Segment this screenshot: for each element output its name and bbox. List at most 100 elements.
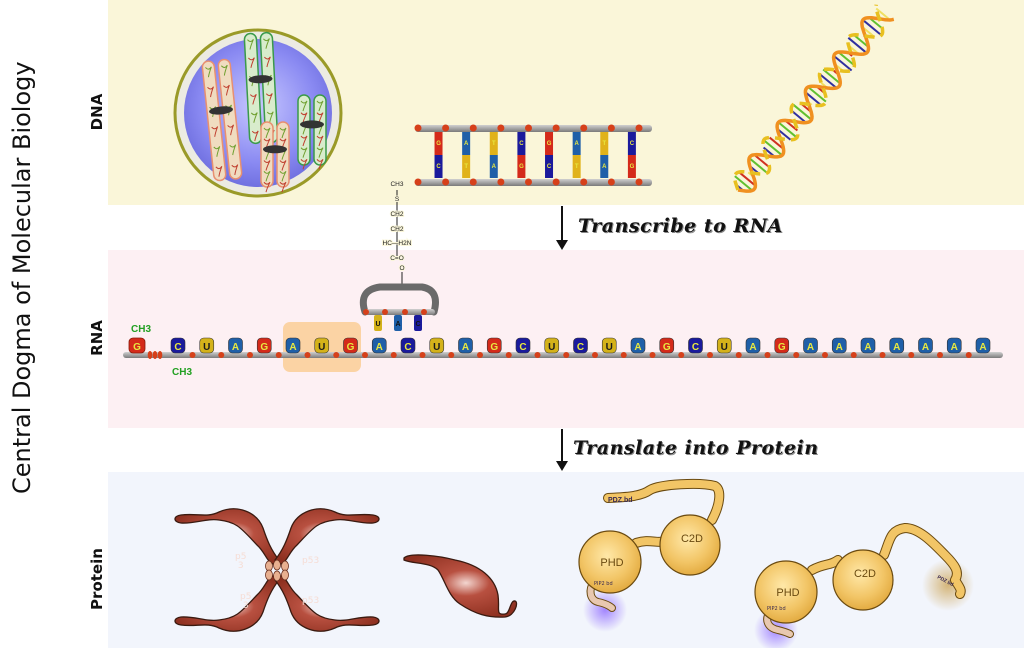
phosphate	[363, 309, 369, 315]
rna-phosphate	[247, 352, 253, 358]
chromatin	[316, 147, 324, 158]
anticodon-letter: C	[415, 321, 420, 328]
trna-loop	[359, 283, 439, 316]
chromatin	[266, 111, 274, 123]
phosphate-bottom	[497, 178, 505, 186]
rna-phosphate	[592, 352, 598, 358]
cap-letter: G	[133, 342, 141, 353]
rna-base-U	[716, 337, 732, 354]
base-letter-bottom: G	[519, 164, 524, 170]
phd-label: PHD	[600, 557, 623, 569]
pip-tail	[764, 609, 793, 637]
tetramerization-loop	[265, 560, 273, 572]
base-letter-top: C	[630, 141, 635, 147]
rna-base-C	[688, 337, 703, 354]
chromatin	[300, 135, 308, 147]
chromosome	[297, 94, 327, 170]
dna-backbone-bottom	[415, 179, 652, 186]
base-letter-bottom: G	[630, 164, 635, 170]
phosphate-top	[442, 124, 450, 132]
helix-strand	[732, 4, 885, 191]
base-letter-bottom: C	[547, 164, 552, 170]
anticodon-base-U	[374, 315, 382, 331]
phosphate-top	[414, 124, 422, 132]
rna-base-letter: A	[289, 342, 296, 353]
p53-subunit	[174, 508, 280, 565]
rna-base-letter: C	[519, 342, 526, 353]
rna-phosphate	[850, 352, 857, 358]
helix-rung	[734, 175, 753, 192]
phosphate-top	[525, 124, 532, 132]
base-letter-top: T	[602, 141, 606, 147]
step-translate-label: Translate into Protein	[573, 437, 819, 459]
anticodon-base-C	[414, 315, 422, 331]
rna-base-A	[946, 337, 962, 354]
rna-base-C	[515, 337, 531, 354]
arrow-down-icon	[556, 429, 568, 471]
chromatin	[316, 112, 324, 123]
rna-base-G	[256, 337, 272, 354]
base-letter-bottom: A	[602, 164, 607, 170]
rna-base-letter: U	[606, 342, 613, 353]
rna-phosphate	[333, 352, 340, 358]
chromatin	[263, 171, 271, 182]
rna-phosphate	[505, 352, 512, 358]
base-top-T	[489, 132, 498, 155]
rna-base-letter: G	[347, 342, 355, 353]
rna-phosphate	[448, 352, 455, 358]
chromosome	[243, 31, 279, 145]
chromatin	[215, 165, 223, 177]
chain-atom: CH2	[390, 226, 403, 233]
chromatin	[211, 126, 219, 137]
helix-rung	[875, 7, 891, 21]
rna-base-letter: A	[951, 342, 958, 353]
tetramerization-loop	[281, 569, 289, 581]
p53-label: p53	[302, 556, 320, 566]
phosphate-top	[635, 124, 643, 132]
rna-base-U	[429, 337, 445, 354]
rna-phosphate	[879, 352, 886, 358]
helix-rung	[833, 55, 853, 72]
base-letter-top: T	[492, 141, 496, 147]
helix-rung	[748, 157, 768, 174]
chromatin	[223, 84, 230, 96]
chromatin	[249, 93, 257, 105]
anticodon-letter: A	[395, 321, 400, 328]
chromatid	[201, 60, 227, 182]
chain-atom: HC—H2N	[383, 240, 412, 247]
rna-backbone	[123, 352, 1003, 358]
base-letter-bottom: T	[464, 164, 468, 170]
base-letter-top: C	[519, 141, 524, 147]
phosphate-bottom	[442, 178, 450, 186]
rna-base-A	[918, 337, 933, 354]
chromatin	[227, 124, 235, 136]
rna-phosphate	[304, 352, 311, 358]
tetramerization-loop	[265, 569, 273, 581]
base-top-C	[517, 132, 526, 155]
helix-rung	[847, 37, 868, 54]
phosphate-bottom	[469, 178, 477, 186]
linker	[808, 524, 965, 598]
rna-base-letter: C	[174, 342, 181, 353]
chromatin	[300, 112, 308, 123]
rna-phosphate	[189, 352, 196, 358]
triphosphate	[157, 351, 163, 359]
rna-base-letter: C	[404, 342, 411, 353]
rna-base-letter: U	[433, 342, 440, 353]
chromatin	[279, 127, 287, 139]
base-top-G	[434, 132, 443, 155]
rna-phosphate	[707, 352, 713, 358]
phosphate	[421, 309, 427, 315]
chromatid	[217, 58, 243, 180]
chromatin	[316, 159, 324, 170]
centromere	[263, 145, 287, 154]
helix-rung	[738, 171, 757, 187]
p53-subunit	[174, 575, 280, 632]
rna-base-letter: A	[864, 342, 871, 353]
rna-phosphate	[678, 352, 685, 358]
phosphate-top	[469, 124, 477, 132]
base-top-T	[600, 132, 609, 155]
rna-base-letter: A	[232, 342, 239, 353]
